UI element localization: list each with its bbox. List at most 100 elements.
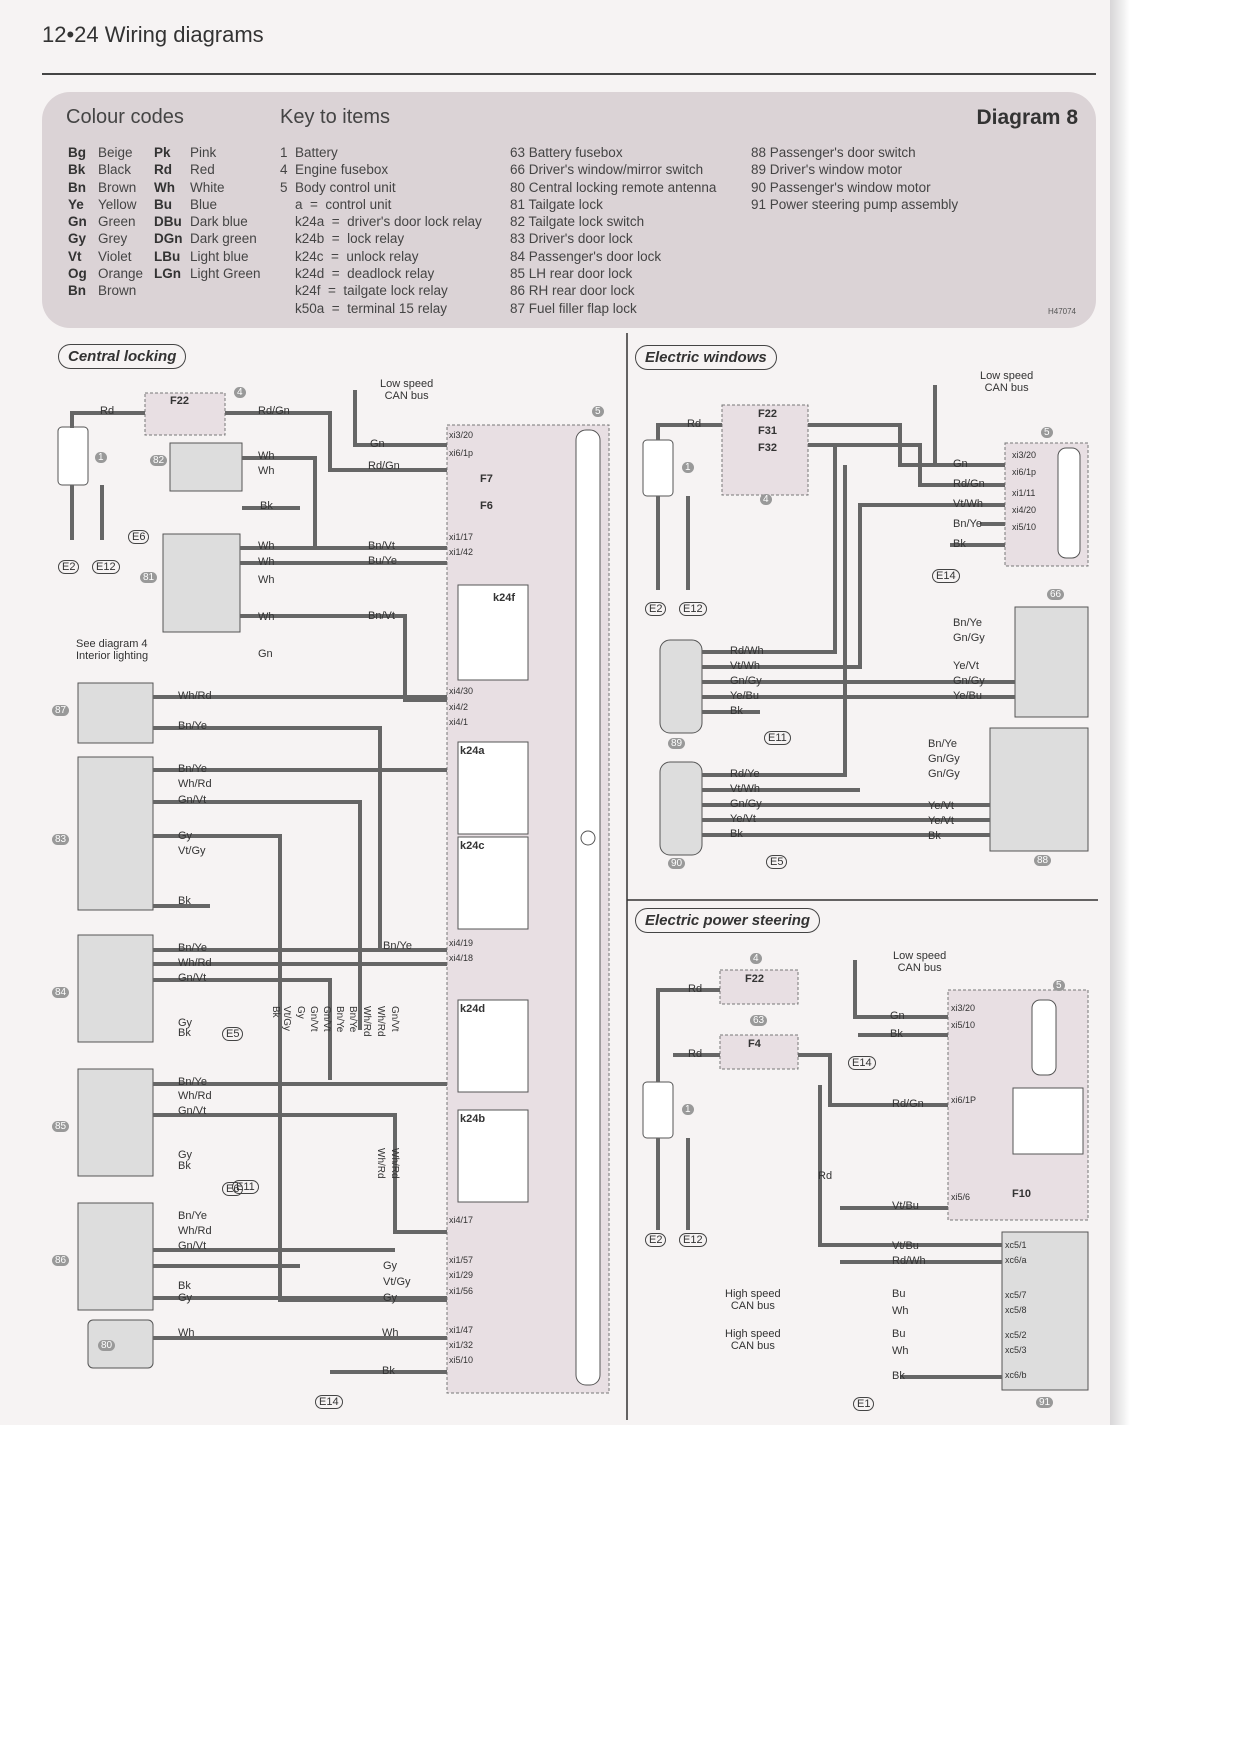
wire-colour-label: Bk	[730, 828, 743, 840]
bcm-pin-label: xi1/56	[449, 1286, 474, 1296]
wire-colour-label: Bn/Ye	[178, 1076, 207, 1088]
wire-colour-label: Vt/Bu	[892, 1240, 919, 1252]
colour-code-name: Dark blue	[190, 214, 248, 230]
item-number: 91	[1036, 1397, 1054, 1408]
wire-colour-label: Gn/Gy	[928, 768, 960, 780]
wire-colour-label: Wh	[258, 540, 275, 552]
bcm-pin-label: xc5/2	[1005, 1330, 1027, 1340]
key-item: k24d = deadlock relay	[280, 266, 435, 282]
bcm-pin-label: xc5/1	[1005, 1240, 1027, 1250]
low-speed-can-label: Low speed CAN bus	[980, 370, 1034, 394]
wire-colour-label: Ye/Vt	[928, 815, 954, 827]
earth-label: E5	[222, 1027, 244, 1041]
relay-label: k24b	[460, 1113, 486, 1125]
key-item: 83 Driver's door lock	[510, 231, 633, 247]
wire-colour-label: Rd/Wh	[892, 1255, 926, 1267]
wire-colour-label: Wh	[258, 556, 275, 568]
bcm-pin-label: xi5/10	[449, 1355, 474, 1365]
colour-code-abbr: Gy	[68, 231, 87, 247]
item-number: 81	[140, 572, 158, 583]
key-item: 82 Tailgate lock switch	[510, 214, 645, 230]
earth-label: E5	[766, 855, 788, 869]
key-item: k24b = lock relay	[280, 231, 405, 247]
key-item: 5 Body control unit	[280, 179, 396, 195]
wire-colour-label: Bn/Ye	[178, 720, 207, 732]
colour-code-name: Light Green	[190, 266, 261, 282]
power-steering-diagram	[642, 960, 1089, 1391]
item-number: 88	[1034, 855, 1052, 866]
wire-colour-label: Rd	[687, 418, 702, 430]
bcm-pin-label: xi3/20	[1012, 450, 1037, 460]
key-item: 86 RH rear door lock	[510, 283, 635, 299]
wire-colour-label: Vt/Gy	[281, 1006, 292, 1032]
wire-colour-label: Vt/Wh	[730, 660, 760, 672]
colour-code-abbr: Pk	[154, 145, 171, 160]
bcm-pin-label: xi4/17	[449, 1215, 474, 1225]
see-diagram-4-label: See diagram 4 Interior lighting	[76, 638, 149, 662]
key-item: k50a = terminal 15 relay	[280, 300, 447, 316]
colour-code-abbr: Ye	[68, 196, 84, 212]
key-item: 80 Central locking remote antenna	[510, 179, 717, 195]
bcm-pin-label: xi5/10	[951, 1020, 976, 1030]
high-speed-can-label: High speed CAN bus	[725, 1328, 781, 1352]
wire-colour-label: Gn/Gy	[730, 675, 762, 687]
earth-label: E12	[679, 1233, 707, 1247]
bcm-pin-label: xc6/b	[1005, 1370, 1027, 1380]
low-speed-can-label: Low speed CAN bus	[893, 950, 947, 974]
relay-label: k24f	[493, 592, 516, 604]
wire-colour-label: Bk	[178, 1027, 191, 1039]
wire-colour-label: Bu	[892, 1288, 906, 1300]
key-item: 84 Passenger's door lock	[510, 248, 662, 264]
earth-label: E14	[315, 1395, 343, 1409]
bcm-pin-label: xi1/29	[449, 1270, 474, 1280]
wire-colour-label: Wh/Rd	[375, 1006, 386, 1037]
fuse-label: F22	[758, 408, 777, 420]
bcm-pin-label: xi5/10	[1012, 522, 1037, 532]
bcm-pin-label: xc5/3	[1005, 1345, 1027, 1355]
wire-colour-label: Gy	[178, 1017, 193, 1029]
wire-colour-label: Bk	[178, 1160, 191, 1172]
bcm-pin-label: xi1/47	[449, 1325, 474, 1335]
wire-colour-label: Bu/Ye	[368, 555, 397, 567]
wire-colour-label: Ye/Bu	[953, 690, 982, 702]
colour-code-abbr: LGn	[154, 266, 181, 282]
wire-colour-label: Rd/Gn	[953, 478, 985, 490]
relay-label: k24a	[460, 745, 485, 757]
key-item: 91 Power steering pump assembly	[751, 196, 959, 212]
wire-colour-label: Bn/Ye	[178, 942, 207, 954]
wire-colour-label: Gy	[178, 830, 193, 842]
wire-colour-label: Gy	[383, 1292, 398, 1304]
wire-colour-label: Rd	[688, 1048, 703, 1060]
key-item: 1 Battery	[280, 145, 338, 160]
wire-colour-label: Wh/Rd	[178, 690, 212, 702]
bcm-pin-label: xc6/a	[1005, 1255, 1027, 1265]
wire-colour-label: Gn	[890, 1010, 905, 1022]
bcm-pin-label: xi1/11	[1012, 488, 1036, 498]
colour-code-name: Beige	[98, 145, 133, 160]
wire-colour-label: Gn/Gy	[730, 798, 762, 810]
wire-colour-label: Wh	[258, 574, 275, 586]
wire-colour-label: Bn/Ye	[928, 738, 957, 750]
item-number: 5	[1041, 427, 1053, 438]
item-number: 1	[682, 1104, 694, 1115]
wire-colour-label: Ye/Vt	[953, 660, 979, 672]
earth-label: E2	[58, 560, 80, 574]
wire-colour-label: Vt/Bu	[892, 1200, 919, 1212]
wire-colour-label: Wh	[892, 1305, 909, 1317]
wire-colour-label: Wh	[258, 450, 275, 462]
wire-colour-label: Gn	[953, 458, 968, 470]
section-electric-power-steering: Electric power steering	[635, 908, 821, 933]
wire-colour-label: Wh/Rd	[361, 1006, 372, 1037]
wire-colour-label: Gn/Vt	[321, 1006, 332, 1032]
central-locking-diagram	[57, 390, 610, 1394]
wire-colour-label: Rd/Gn	[892, 1098, 924, 1110]
key-item: 4 Engine fusebox	[280, 162, 389, 178]
fuse-label: F7	[480, 473, 493, 485]
